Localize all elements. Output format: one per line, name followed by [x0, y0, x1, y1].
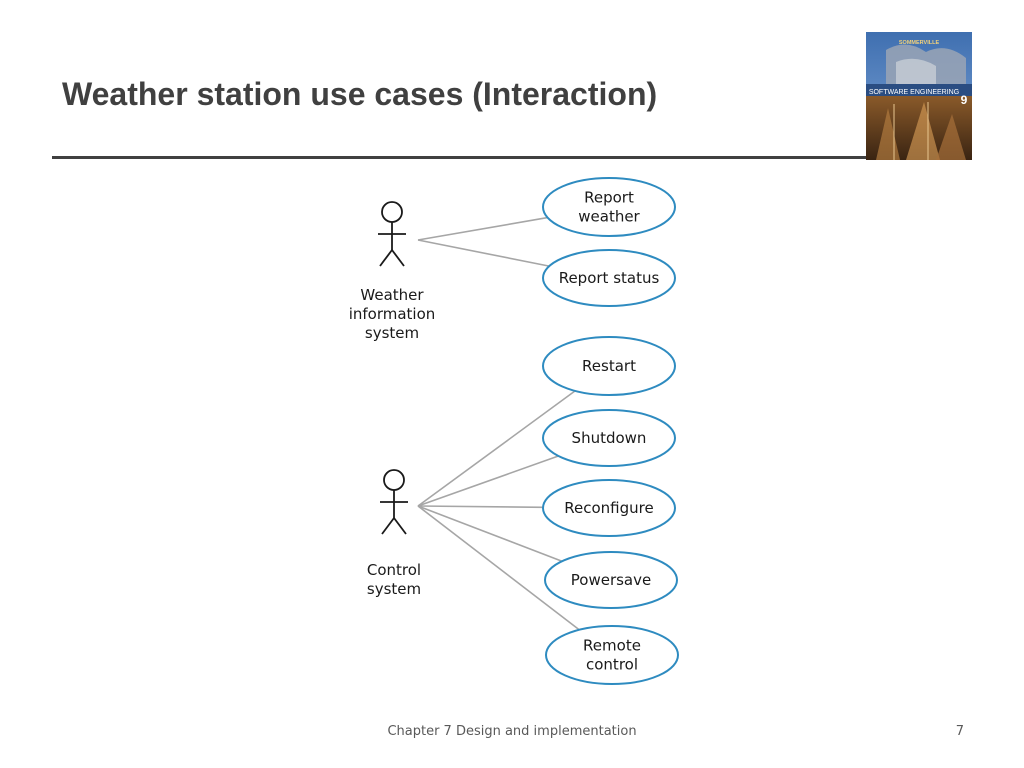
use-case-label-line: Restart	[582, 357, 636, 375]
book-cover-title-text: SOFTWARE ENGINEERING	[869, 89, 959, 96]
actor-label-line: system	[365, 324, 419, 342]
use-case-ellipse	[542, 249, 676, 307]
use-case-ellipse	[542, 479, 676, 537]
footer-chapter-text: Chapter 7 Design and implementation	[387, 724, 637, 739]
use-case-ellipse	[542, 336, 676, 396]
use-case-label-line: Report status	[559, 269, 660, 287]
use-case-label-line: Reconfigure	[564, 499, 653, 517]
actor-label-line: Control	[367, 561, 421, 579]
actor-right-leg	[393, 517, 407, 535]
actor-head	[381, 201, 403, 223]
use-case-label-line: Powersave	[571, 571, 651, 589]
book-cover-edition-text: 9	[961, 93, 968, 107]
use-case-label-line: Shutdown	[572, 429, 647, 447]
use-case-ellipse	[545, 625, 679, 685]
association-line-remote-control	[417, 505, 580, 631]
association-line-report-status	[417, 239, 550, 267]
actor-head	[383, 469, 405, 491]
actor-label-line: information	[349, 305, 436, 323]
use-case-restart: Restart	[542, 336, 676, 396]
title-underline	[52, 156, 872, 159]
actor-label-line: Weather	[360, 286, 424, 304]
use-case-label-line: Report	[584, 189, 634, 207]
association-line-report-weather	[417, 216, 548, 241]
actor-right-leg	[391, 249, 405, 267]
use-case-ellipse	[544, 551, 678, 609]
association-line-reconfigure	[417, 505, 544, 509]
use-case-powersave: Powersave	[544, 551, 678, 609]
actor-left-leg	[381, 517, 395, 535]
use-case-ellipse	[542, 409, 676, 467]
use-case-report-status: Report status	[542, 249, 676, 307]
actor-label-line: system	[367, 580, 421, 598]
use-case-reconfigure: Reconfigure	[542, 479, 676, 537]
association-line-shutdown	[417, 455, 559, 507]
use-case-label-line: control	[586, 656, 638, 674]
use-case-label-line: Remote	[583, 637, 641, 655]
use-case-ellipse	[542, 177, 676, 237]
use-case-label-line: weather	[578, 208, 640, 226]
book-cover-publisher-text: SOMMERVILLE	[899, 40, 940, 46]
use-case-shutdown: Shutdown	[542, 409, 676, 467]
association-line-powersave	[417, 505, 563, 562]
slide-title: Weather station use cases (Interaction)	[62, 76, 658, 112]
actor-left-leg	[379, 249, 393, 267]
book-cover-image: SOMMERVILLE SOFTWARE ENGINEERING 9	[866, 32, 972, 160]
association-line-restart	[417, 390, 576, 507]
page-number: 7	[955, 724, 964, 739]
